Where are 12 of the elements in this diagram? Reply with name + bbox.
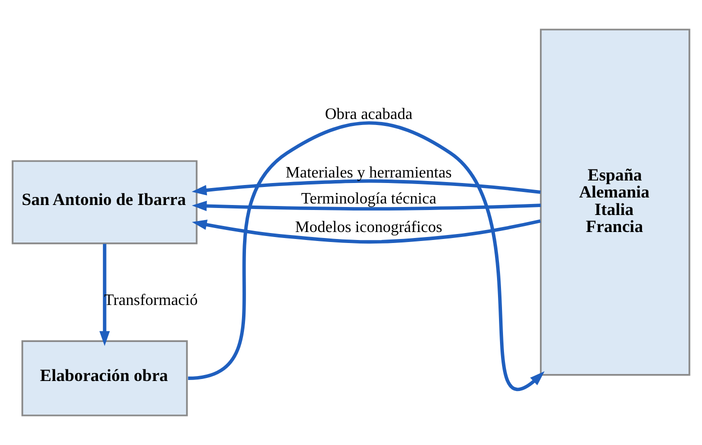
node-box: San Antonio de Ibarra — [12, 160, 198, 244]
arrow — [99, 244, 110, 346]
arrow — [192, 219, 541, 244]
arrow — [192, 179, 541, 196]
edge-label: Obra acabada — [324, 106, 412, 123]
arrow — [192, 200, 541, 212]
node-box: España Alemania Italia Francia — [540, 28, 690, 376]
edge-label: Modelos iconográficos — [295, 219, 442, 236]
edge-label: Terminología técnica — [301, 190, 436, 208]
arrow — [188, 121, 545, 390]
edge-label: Materiales y herramientas — [286, 164, 452, 182]
node-box: Elaboración obra — [21, 340, 188, 416]
